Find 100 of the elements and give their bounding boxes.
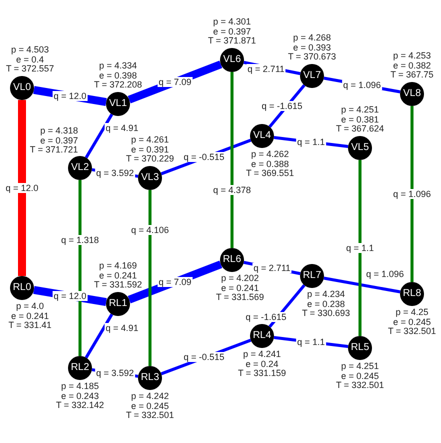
node-stat: e = 0.24 xyxy=(246,360,280,369)
node-stat: p = 4.234 xyxy=(306,290,346,300)
node-circle xyxy=(10,276,34,300)
node-stat: p = 4.318 xyxy=(39,126,78,136)
node-stat: p = 4.334 xyxy=(98,62,138,71)
node-stat: e = 0.241 xyxy=(220,284,260,293)
node-stat: e = 0.388 xyxy=(250,160,290,169)
node-stat: p = 4.268 xyxy=(292,34,332,43)
connector xyxy=(78,180,82,356)
edge-label: q = -1.615 xyxy=(260,101,304,111)
node-stat: e = 0.397 xyxy=(39,136,78,146)
node-label: RL3 xyxy=(140,373,160,383)
node-stat: T = 331.592 xyxy=(94,280,142,290)
edge-label: q = 12.0 xyxy=(52,91,88,101)
node-stat: e = 0.382 xyxy=(392,61,432,70)
node-stat: T = 331.159 xyxy=(238,369,286,378)
connector xyxy=(148,190,152,366)
node-label: RL6 xyxy=(222,255,242,265)
node-circle xyxy=(106,292,130,316)
node-circle xyxy=(348,336,372,360)
connector xyxy=(324,276,400,294)
node-circle xyxy=(250,324,274,348)
edge-label: q = 3.592 xyxy=(95,368,135,378)
node-stat: T = 372.557 xyxy=(6,64,54,74)
connector xyxy=(128,60,222,104)
node-label: VL1 xyxy=(109,99,127,109)
edge-label: q = 3.592 xyxy=(95,168,135,178)
connector xyxy=(33,86,107,106)
node-circle xyxy=(68,356,92,380)
node-stat: e = 0.241 xyxy=(98,271,138,280)
node-stat: e = 0.245 xyxy=(392,318,432,327)
node-label: RL4 xyxy=(252,331,272,341)
node-stat: e = 0.4 xyxy=(16,55,45,64)
node-circle xyxy=(220,248,244,272)
node-stat: p = 4.251 xyxy=(340,362,380,372)
node-stat: T = 370.673 xyxy=(288,52,336,62)
node-stat: T = 332.501 xyxy=(388,327,436,336)
node-label: VL2 xyxy=(71,163,89,173)
edge-label: q = 2.711 xyxy=(252,263,292,273)
node-stat: p = 4.251 xyxy=(340,106,380,115)
node-stat: p = 4.185 xyxy=(60,382,100,392)
edge-label: q = 4.91 xyxy=(104,323,140,333)
edge-label: q = 12.0 xyxy=(4,183,40,193)
node-label: RL2 xyxy=(70,363,90,373)
node-stat: p = 4.25 xyxy=(394,308,430,318)
edge-label: q = -1.615 xyxy=(244,312,288,322)
node-stat: T = 332.142 xyxy=(56,401,104,410)
node-stat: p = 4.169 xyxy=(98,262,138,271)
connector xyxy=(410,106,414,282)
node-stat: e = 0.398 xyxy=(98,71,138,80)
node-label: VL4 xyxy=(253,131,271,141)
node-stat: p = 4.0 xyxy=(15,302,45,312)
node-label: VL5 xyxy=(351,143,369,153)
node-stat: T = 369.551 xyxy=(246,169,294,178)
node-stat: e = 0.243 xyxy=(60,392,100,401)
edge-label: q = 1.096 xyxy=(392,189,432,199)
edge-label: q = 4.91 xyxy=(104,123,140,133)
node-label: VL7 xyxy=(303,71,321,81)
node-label: VL6 xyxy=(223,55,241,65)
edge-label: q = 4.378 xyxy=(212,185,252,195)
node-stat: T = 370.229 xyxy=(126,154,174,164)
node-stat: p = 4.242 xyxy=(130,392,170,402)
node-stat: e = 0.393 xyxy=(292,43,332,52)
node-circle xyxy=(348,136,372,160)
node-circle xyxy=(106,92,130,116)
node-label: RL7 xyxy=(302,271,322,281)
node-stat: T = 367.75 xyxy=(390,70,434,80)
node-stat: p = 4.301 xyxy=(212,18,252,27)
node-stat: T = 330.693 xyxy=(302,309,350,318)
node-circle xyxy=(138,166,162,190)
node-circle xyxy=(300,64,324,88)
edge-label: q = 1.096 xyxy=(342,80,382,90)
node-stat: e = 0.391 xyxy=(130,145,170,154)
edge-label: q = 7.09 xyxy=(158,77,192,87)
node-stat: p = 4.241 xyxy=(242,350,282,360)
node-label: RL8 xyxy=(402,289,422,299)
node-stat: T = 332.501 xyxy=(336,381,384,390)
node-label: RL1 xyxy=(108,299,128,309)
node-circle xyxy=(300,264,324,288)
node-circle xyxy=(138,366,162,390)
edge-label: q = 1.318 xyxy=(60,235,100,245)
node-circle xyxy=(250,124,274,148)
node-stat: p = 4.262 xyxy=(250,150,290,160)
node-stat: e = 0.241 xyxy=(10,312,50,321)
node-stat: e = 0.245 xyxy=(130,402,170,411)
edge-label: q = -0.515 xyxy=(182,152,226,162)
connector xyxy=(33,286,107,306)
node-circle xyxy=(68,156,92,180)
edge-label: q = 1.1 xyxy=(296,337,326,347)
node-label: VL3 xyxy=(141,173,159,183)
node-circle xyxy=(400,282,424,306)
node-stat: p = 4.253 xyxy=(392,52,432,61)
node-label: RL5 xyxy=(350,343,370,353)
node-stat: e = 0.238 xyxy=(306,300,346,309)
connector xyxy=(358,160,362,336)
node-circle xyxy=(220,48,244,72)
node-circle xyxy=(400,82,424,106)
edge-label: q = 1.1 xyxy=(345,243,375,253)
edge-label: q = -0.515 xyxy=(182,352,226,362)
node-stat: p = 4.261 xyxy=(130,136,170,145)
